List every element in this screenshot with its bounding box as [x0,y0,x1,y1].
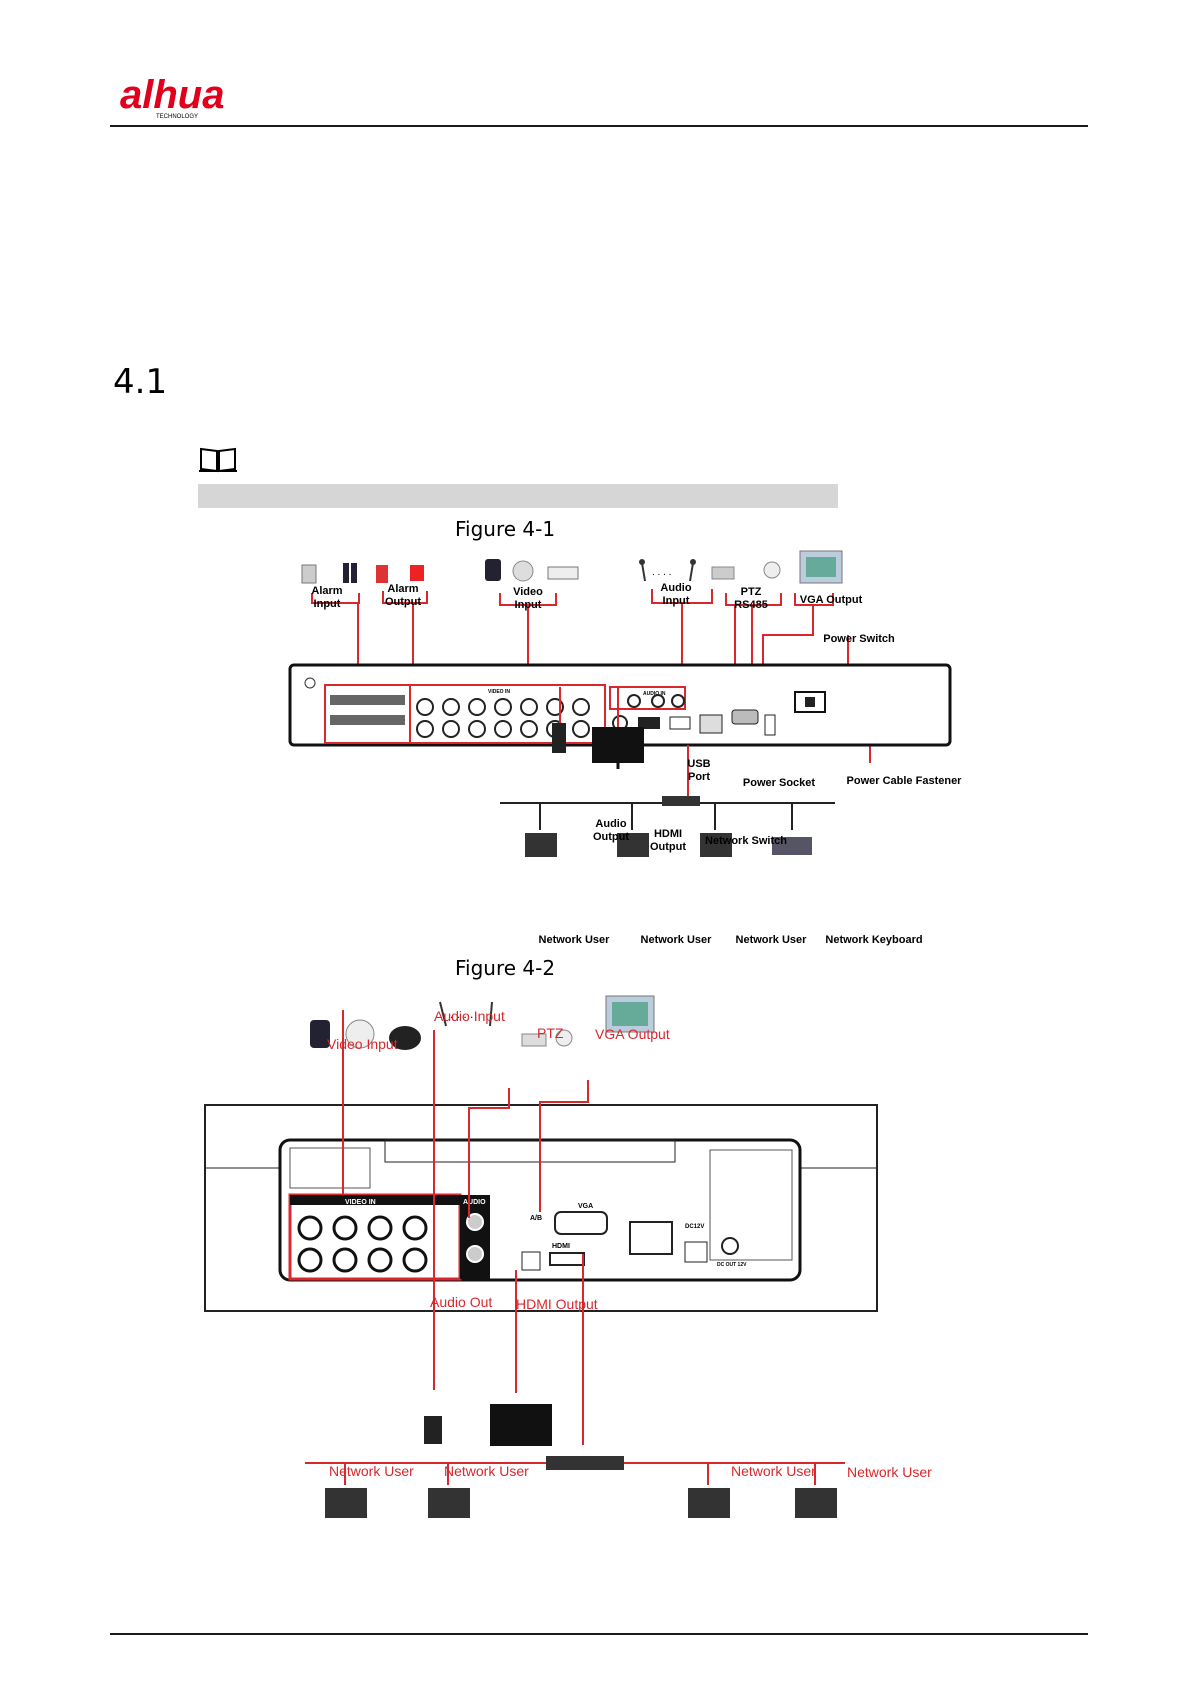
figure-4-1-caption: Figure 4-1 [455,517,556,541]
fig2-network-user-icons [325,1488,837,1518]
logo-text: alhua [120,73,224,117]
fig1-power-cable-fastener-label: Power Cable Fastener [846,775,962,787]
fig2-panel-audio: AUDIO [463,1199,486,1206]
fig1-alarm-input-label: Alarm Input [311,585,343,610]
fig1-network-user-1-label: Network User [538,934,610,946]
panel-audio-in-label: AUDIO IN [643,691,666,697]
ptz-devices-icon [711,561,781,580]
fig2-network-user-2-label: Network User [444,1463,529,1479]
panel-video-in-label: VIDEO IN [488,689,510,695]
alarm-input-devices-icon [301,563,357,584]
fig2-panel-hdmi: HDMI [552,1243,570,1250]
fig1-power-socket-label: Power Socket [742,777,816,789]
figure-4-1-diagram: . . . . [270,545,970,950]
network-switch-icon [662,796,700,806]
fig1-ptz-label: PTZ RS485 [734,586,768,611]
fig1-vga-output-label: VGA Output [799,594,863,606]
hdmi-tv-icon [592,727,644,769]
fig1-video-input-label: Video Input [513,586,543,611]
fig2-panel-vga: VGA [578,1203,593,1210]
fig1-usb-port-label: USB Port [687,758,711,783]
figure-4-2-diagram: . . . . VIDEO IN AUDIO A/B [200,990,940,1530]
fig1-power-switch-label: Power Switch [823,633,895,645]
fig2-panel-dc: DC12V [685,1224,704,1230]
fig2-speaker-icon [424,1416,442,1444]
fig2-monitor-icon [605,995,655,1033]
fig2-network-switch-icon [546,1456,624,1470]
fig2-panel-video-in: VIDEO IN [345,1199,376,1206]
fig1-alarm-output-label: Alarm Output [384,583,422,608]
fig1-network-switch-label: Network Switch [705,835,787,847]
brand-logo: alhua TECHNOLOGY [118,70,258,120]
camera-devices-icon [485,559,579,582]
fig2-panel-dcout: DC OUT 12V [717,1262,747,1268]
logo-subtext: TECHNOLOGY [156,114,198,120]
section-number: 4.1 [113,362,168,402]
fig1-audio-output-label: Audio Output [592,818,630,843]
fig2-network-user-4-label: Network User [847,1464,932,1480]
fig2-network-user-1-label: Network User [329,1463,414,1479]
fig1-audio-input-label: Audio Input [660,582,692,607]
svg-text:. . . .: . . . . [652,567,671,578]
fig2-network-user-3-label: Network User [731,1463,816,1479]
alarm-output-devices-icon [376,565,424,583]
fig2-camera-icons [310,1019,421,1050]
fig1-network-user-2-label: Network User [640,934,712,946]
header-rule [110,125,1088,127]
fig2-microphone-icons: . . . . [439,1001,493,1027]
svg-text:. . . .: . . . . [450,1007,473,1021]
fig2-panel-ab: A/B [530,1215,542,1222]
note-bar [198,484,838,508]
fig1-network-user-3-label: Network User [735,934,807,946]
network-user-icons [525,833,812,857]
fig2-audio-out-label: Audio Out [430,1294,493,1310]
book-icon [198,445,238,473]
fig2-video-input-label: Video Input [327,1036,398,1052]
fig2-ptz-label: PTZ [537,1025,564,1041]
fig1-network-keyboard-label: Network Keyboard [825,934,923,946]
microphone-devices-icon: . . . . [639,559,696,582]
fig2-ptz-icons [521,1029,573,1047]
speaker-icon [552,723,566,753]
figure-4-2-caption: Figure 4-2 [455,956,556,980]
fig2-hdmi-tv-icon [490,1404,552,1446]
fig2-audio-input-label: Audio Input [434,1008,505,1024]
fig1-hdmi-output-label: HDMI Output [649,828,687,853]
fig2-vga-output-label: VGA Output [595,1026,670,1042]
footer-rule [110,1633,1088,1635]
monitor-icon [799,550,843,584]
fig2-hdmi-output-label: HDMI Output [516,1296,598,1312]
